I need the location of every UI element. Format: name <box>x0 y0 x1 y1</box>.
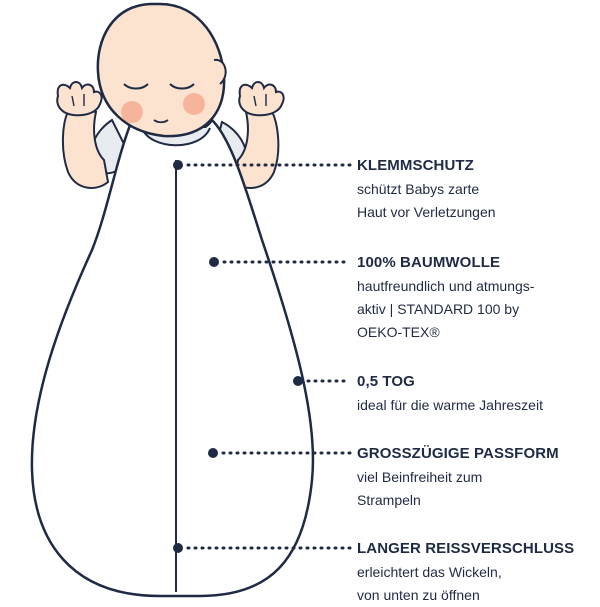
feature-description-line: Strampeln <box>357 492 421 508</box>
feature-title: LANGER REISSVERSCHLUSS <box>357 540 575 557</box>
feature-description: ideal für die warme Jahreszeit <box>357 394 597 417</box>
feature-description-line: erleichtert das Wickeln, <box>357 564 502 580</box>
feature-description-line: Haut vor Verletzungen <box>357 204 496 220</box>
feature-description-line: OEKO-TEX® <box>357 324 440 340</box>
feature-description-line: hautfreundlich und atmungs- <box>357 278 535 294</box>
feature-description: viel Beinfreiheit zum Strampeln <box>357 466 597 512</box>
left-fist <box>56 81 103 117</box>
feature-klemmschutz: KLEMMSCHUTZ schützt Babys zarte Haut vor… <box>357 156 597 224</box>
callout-klemmschutz <box>173 160 352 170</box>
feature-description-line: schützt Babys zarte <box>357 181 480 197</box>
feature-passform: GROSSZÜGIGE PASSFORM viel Beinfreiheit z… <box>357 444 597 512</box>
feature-title: 100% BAUMWOLLE <box>357 254 501 271</box>
feature-baumwolle: 100% BAUMWOLLE hautfreundlich und atmung… <box>357 253 597 344</box>
feature-title: 0,5 TOG <box>357 373 415 390</box>
feature-description-line: viel Beinfreiheit zum <box>357 469 483 485</box>
callout-reissverschluss <box>173 543 352 553</box>
feature-tog: 0,5 TOG ideal für die warme Jahreszeit <box>357 372 597 417</box>
right-fist <box>238 81 285 117</box>
feature-description: erleichtert das Wickeln, von unten zu öf… <box>357 561 597 607</box>
feature-description: hautfreundlich und atmungs- aktiv | STAN… <box>357 275 597 344</box>
right-arm <box>232 106 280 189</box>
feature-reissverschluss: LANGER REISSVERSCHLUSS erleichtert das W… <box>357 539 597 607</box>
feature-description: schützt Babys zarte Haut vor Verletzunge… <box>357 178 597 224</box>
feature-description-line: von unten zu öffnen <box>357 587 480 603</box>
callout-baumwolle <box>209 257 352 267</box>
feature-title: KLEMMSCHUTZ <box>357 157 474 174</box>
feature-description-line: aktiv | STANDARD 100 by <box>357 301 520 317</box>
sleeping-sack <box>30 117 315 598</box>
baby-head <box>96 2 227 138</box>
left-arm <box>61 106 110 189</box>
callout-passform <box>208 448 352 458</box>
callout-tog <box>293 376 352 386</box>
feature-description-line: ideal für die warme Jahreszeit <box>357 397 543 413</box>
feature-title: GROSSZÜGIGE PASSFORM <box>357 445 559 462</box>
